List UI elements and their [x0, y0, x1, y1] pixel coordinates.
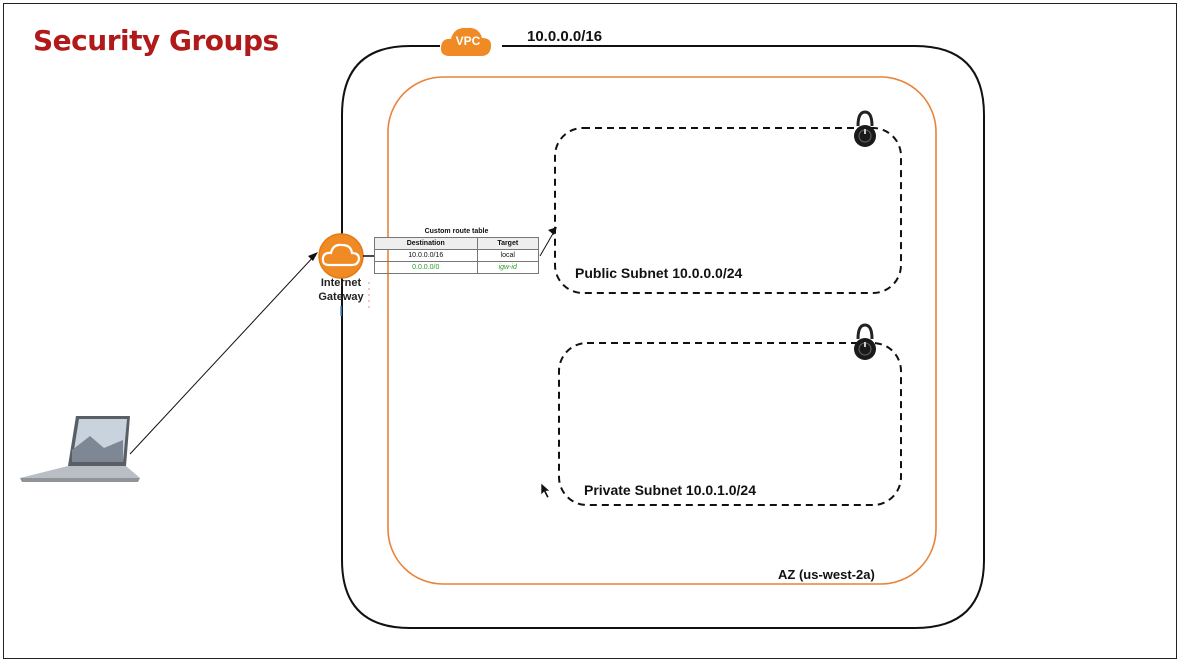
private-subnet-label: Private Subnet 10.0.1.0/24: [584, 482, 756, 498]
route-table-grid: Destination Target 10.0.0.0/16 local 0.0…: [374, 237, 539, 274]
arrowhead: [548, 227, 557, 235]
availability-zone-label: AZ (us-west-2a): [778, 567, 875, 582]
route-table-to-public-subnet-connection: [539, 229, 556, 257]
route-target: local: [476, 249, 539, 262]
page-title: Security Groups: [33, 24, 279, 57]
vpc-badge-label: VPC: [455, 34, 481, 48]
slide-frame: [3, 3, 1177, 659]
route-table-title: Custom route table: [424, 228, 489, 235]
arrowhead: [308, 252, 318, 261]
laptop-to-igw-connection: [129, 253, 317, 455]
table-row: 0.0.0.0/0 igw-id: [374, 261, 539, 274]
route-destination: 0.0.0.0/0: [374, 261, 478, 274]
igw-label-line1: Internet: [320, 277, 362, 289]
route-table-header-row: Destination Target: [374, 237, 539, 250]
route-target: igw-id: [476, 261, 539, 274]
public-subnet-box: [554, 127, 902, 294]
route-destination: 10.0.0.0/16: [374, 249, 478, 262]
column-header-destination: Destination: [374, 237, 478, 250]
mouse-cursor-icon: [540, 482, 551, 499]
padlock-icon: [854, 323, 876, 360]
laptop-icon: [20, 416, 140, 482]
vpc-boundary: [341, 45, 985, 629]
igw-label-line2: Gateway: [318, 291, 364, 303]
availability-zone-boundary: [387, 76, 937, 585]
public-subnet-label: Public Subnet 10.0.0.0/24: [575, 265, 743, 281]
column-header-target: Target: [476, 237, 539, 250]
vpc-cloud-icon: [440, 27, 492, 56]
vpc-cidr-label: 10.0.0.0/16: [527, 28, 603, 45]
padlock-icon: [854, 110, 876, 147]
internet-gateway-label: Internet Gateway: [310, 276, 372, 304]
private-subnet-box: [558, 342, 902, 506]
table-row: 10.0.0.0/16 local: [374, 249, 539, 262]
internet-gateway-icon: [318, 233, 364, 279]
custom-route-table: Custom route table Destination Target 10…: [374, 228, 539, 274]
